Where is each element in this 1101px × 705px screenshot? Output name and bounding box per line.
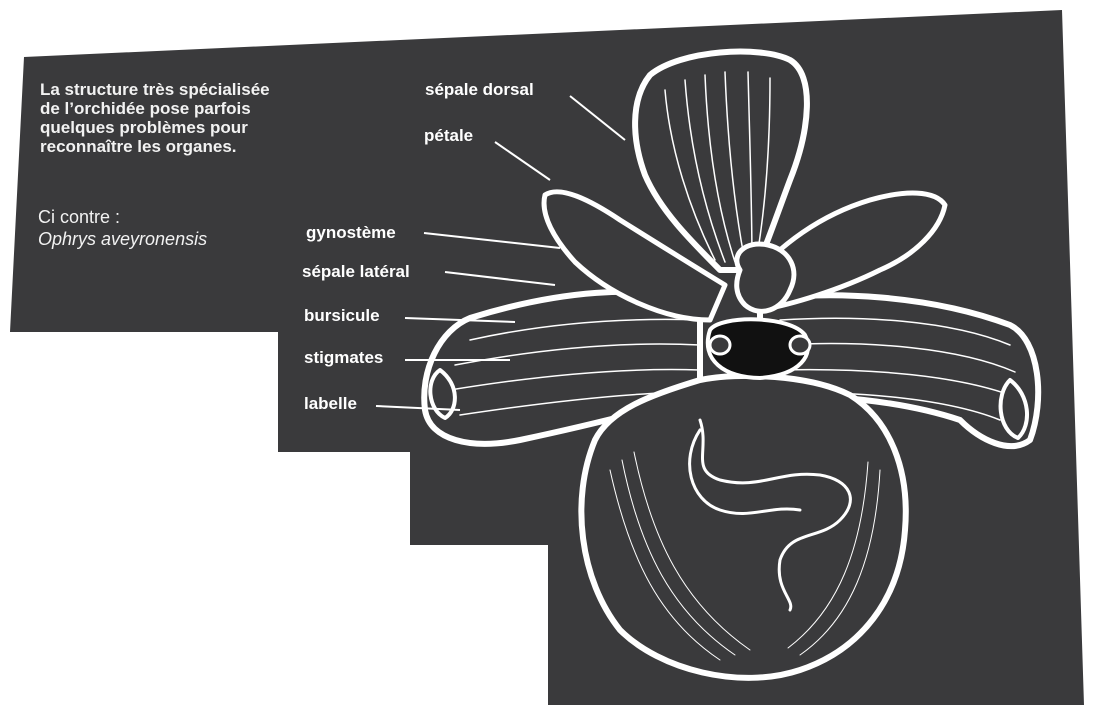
intro-line: La structure très spécialisée [40,80,360,99]
label-gynosteme: gynostème [306,223,396,243]
label-bursicule: bursicule [304,306,380,326]
intro-line: quelques problèmes pour [40,118,360,137]
bursicle-right [790,336,810,354]
label-stigmates: stigmates [304,348,383,368]
caption: Ci contre : Ophrys aveyronensis [38,206,207,250]
label-sepale-lateral: sépale latéral [302,262,410,282]
intro-line: reconnaître les organes. [40,137,360,156]
label-petale: pétale [424,126,473,146]
bursicle-left [710,336,730,354]
label-sepale-dorsal: sépale dorsal [425,80,534,100]
species-name: Ophrys aveyronensis [38,228,207,250]
label-labelle: labelle [304,394,357,414]
intro-text: La structure très spécialisée de l’orchi… [40,80,360,156]
labellum [581,376,905,678]
intro-line: de l’orchidée pose parfois [40,99,360,118]
caption-heading: Ci contre : [38,206,207,228]
column [737,244,794,311]
